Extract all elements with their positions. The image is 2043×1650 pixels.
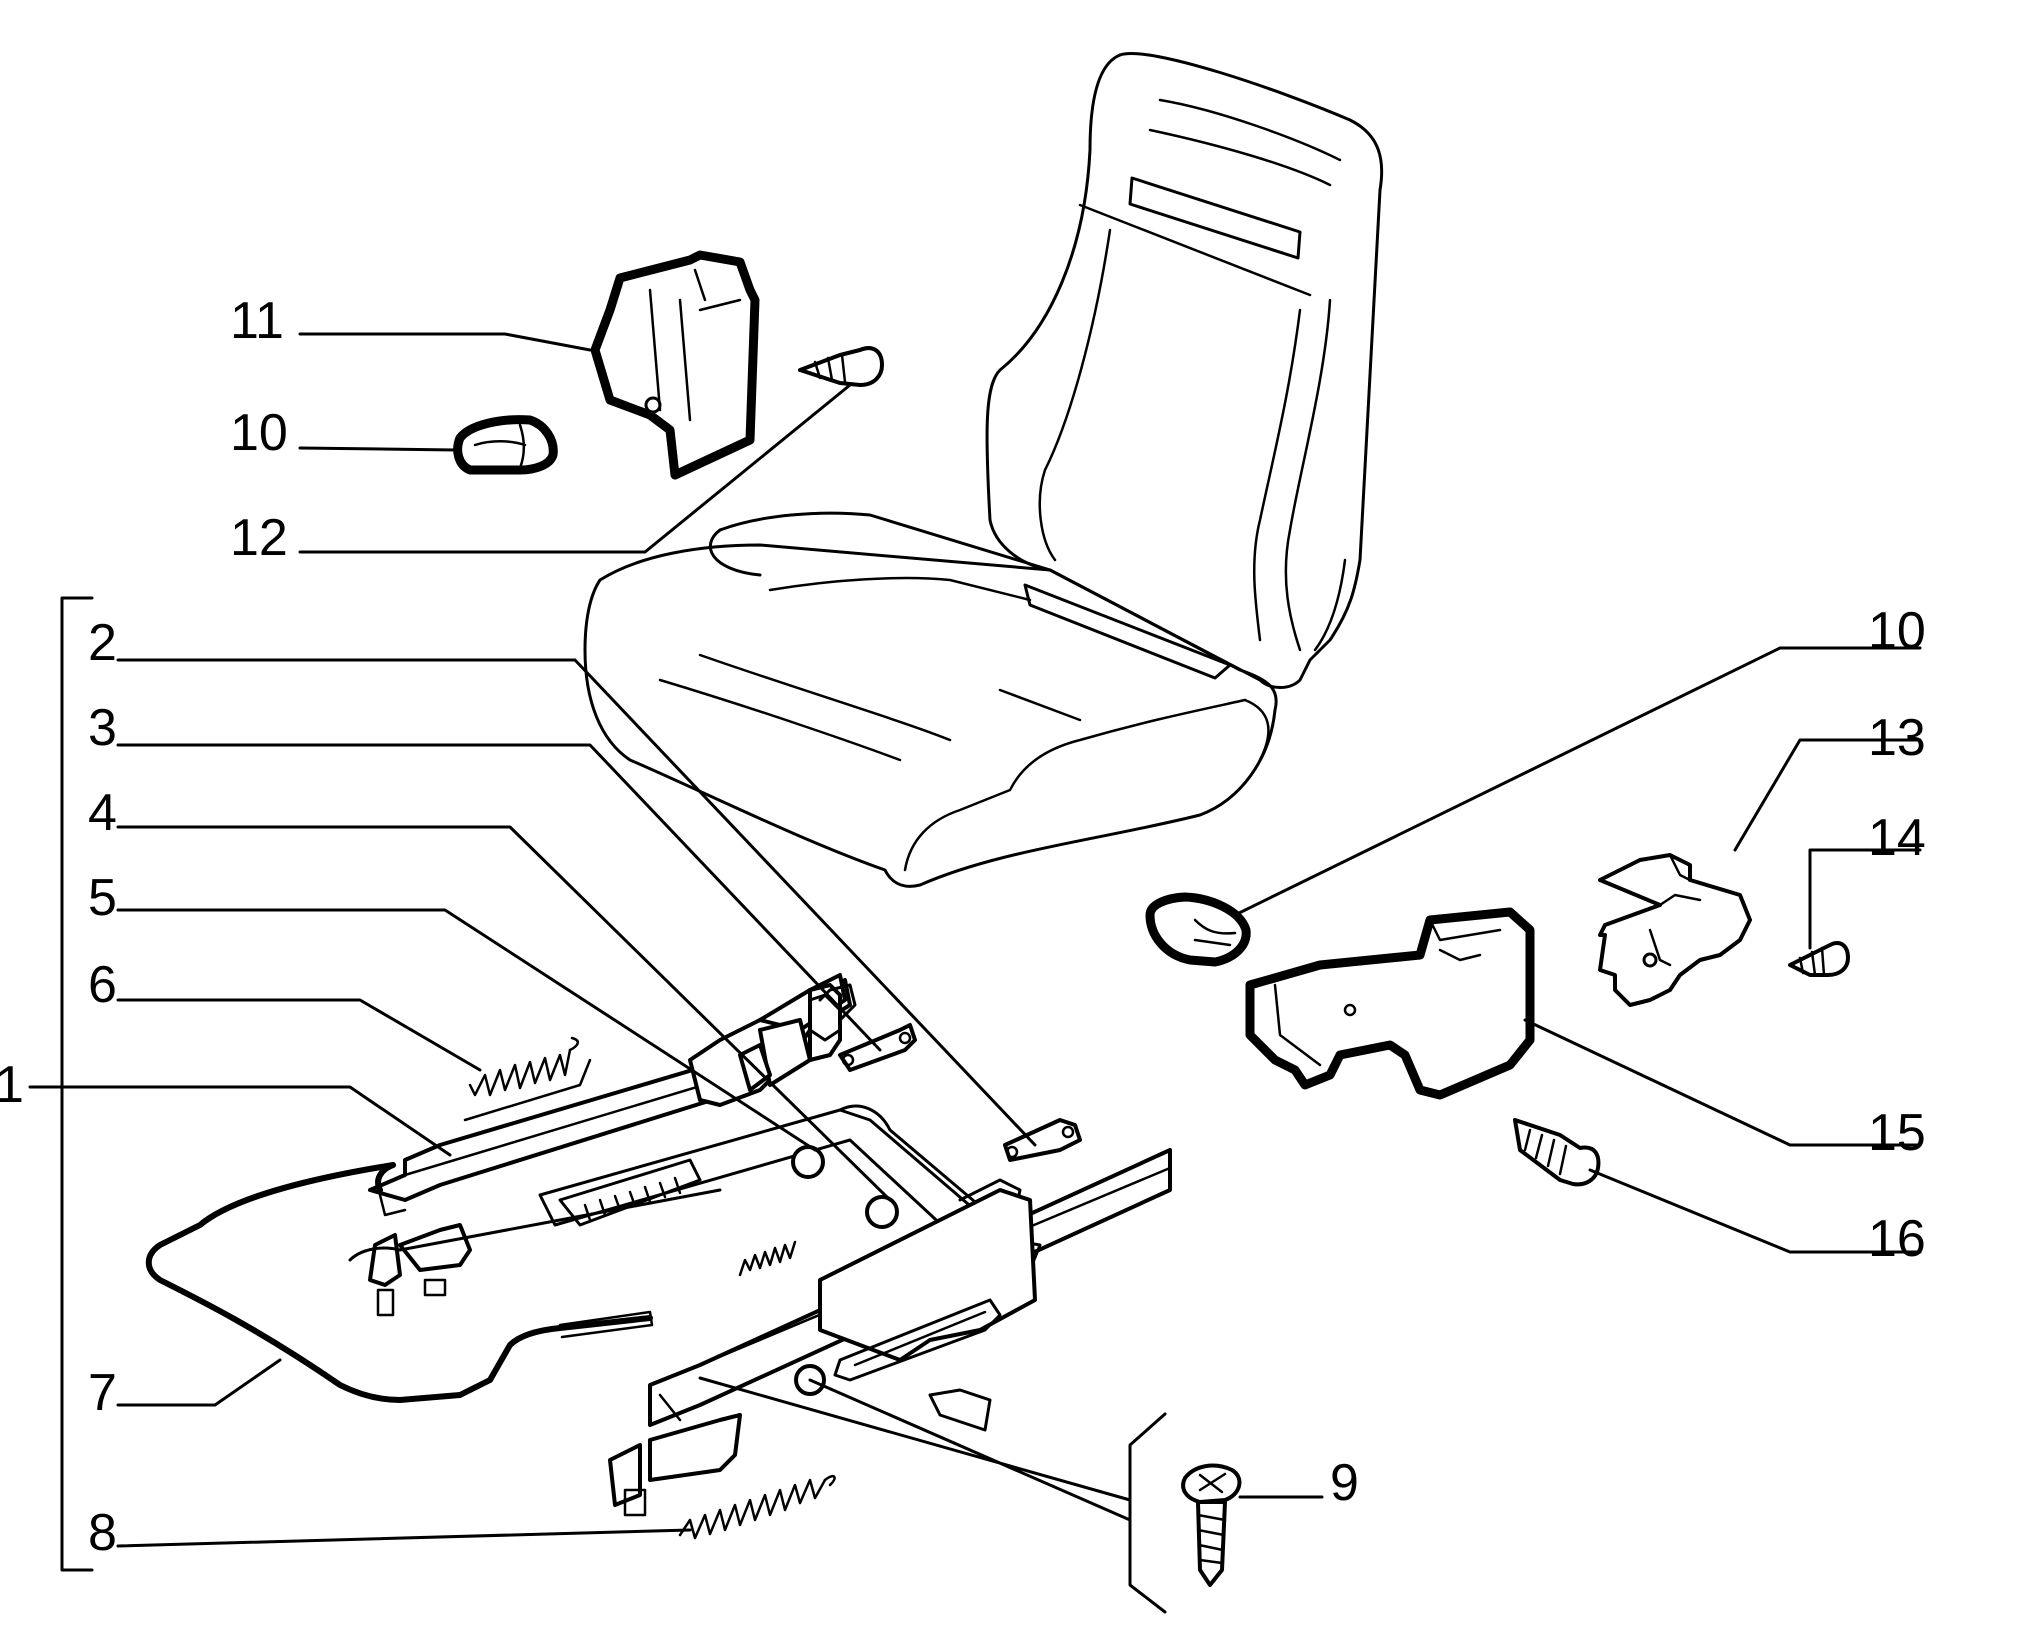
part-16-screw: [1513, 1118, 1601, 1187]
seat-frame-assembly: [145, 973, 1172, 1540]
label-15: 15: [1868, 1104, 1926, 1162]
label-8: 8: [88, 1504, 117, 1562]
label-6: 6: [88, 956, 117, 1014]
part-14-small-screw: [1788, 941, 1850, 977]
seat-assembly: [583, 52, 1384, 888]
label-1: 1: [0, 1056, 24, 1114]
part-11-trim-cover: [590, 250, 760, 480]
label-2: 2: [88, 614, 117, 672]
label-12: 12: [230, 509, 288, 567]
label-13: 13: [1868, 709, 1926, 767]
part-10-knob-right: [1145, 892, 1251, 967]
label-11: 11: [230, 292, 284, 350]
callout-labels: 1 2 3 4 5 6 7 8 9 10 11 12 10 13 14 15 1…: [0, 292, 1926, 1562]
label-9: 9: [1330, 1454, 1359, 1512]
label-10-right: 10: [1868, 602, 1926, 660]
label-5: 5: [88, 869, 117, 927]
label-4: 4: [88, 784, 117, 842]
label-10-upper: 10: [230, 404, 288, 462]
label-3: 3: [88, 699, 117, 757]
leader-lines: [28, 332, 1922, 1614]
part-15-side-trim: [1245, 907, 1535, 1100]
label-7: 7: [88, 1364, 117, 1422]
part-12-screw-upper: [798, 346, 884, 387]
label-16: 16: [1868, 1210, 1926, 1268]
part-10-knob-upper: [453, 415, 558, 475]
label-14: 14: [1868, 809, 1926, 867]
part-9-bolt: [1181, 1463, 1242, 1587]
part-13-bracket: [1598, 853, 1752, 1007]
